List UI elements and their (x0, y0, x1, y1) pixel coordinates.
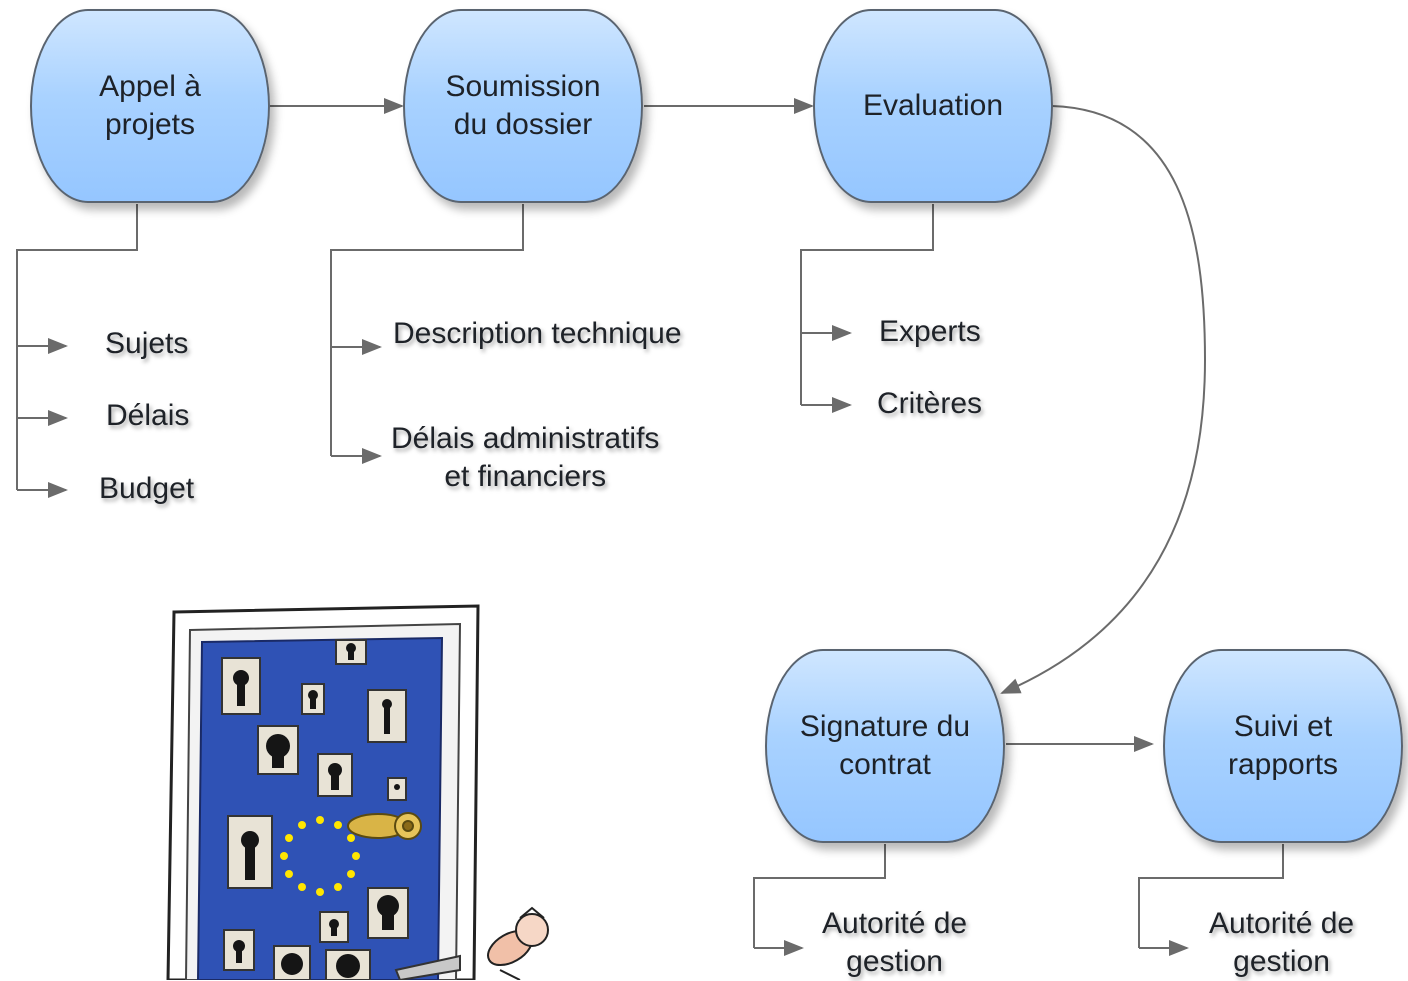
node-soumission-du-dossier: Soumission du dossier (403, 9, 643, 203)
node-evaluation-label: Evaluation (862, 89, 1004, 122)
item-delais: Délais (106, 399, 190, 432)
node-suivi-et-rapports: Suivi et rapports (1163, 649, 1403, 843)
item-budget: Budget (99, 472, 195, 505)
eu-door-cartoon-icon (166, 604, 549, 980)
node-evaluation: Evaluation (813, 9, 1053, 203)
node-appel-label: Appel à projets (99, 70, 201, 141)
node-soumission-label: Soumission du dossier (445, 70, 601, 141)
node-appel-a-projets: Appel à projets (30, 9, 270, 203)
branch-suivi (1138, 844, 1284, 948)
door-handle-lower (394, 954, 461, 980)
item-delais-administratifs: Délais administratifs et financiers (391, 422, 660, 493)
item-criteres: Critères (877, 387, 983, 420)
node-signature-du-contrat: Signature du contrat (765, 649, 1005, 843)
keyholes (233, 643, 400, 978)
branch-appel (16, 204, 138, 490)
item-autorite-signature: Autorité de gestion (822, 907, 968, 978)
node-suivi-label: Suivi et rapports (1227, 710, 1339, 781)
arrow-evaluation-to-signature (1000, 105, 1207, 694)
eu-stars (280, 816, 360, 896)
item-autorite-suivi: Autorité de gestion (1209, 907, 1355, 978)
branch-soumission (330, 204, 524, 456)
branch-signature (753, 844, 886, 948)
cartoon-man (487, 906, 549, 980)
item-experts: Experts (879, 315, 981, 348)
item-sujets: Sujets (105, 327, 189, 360)
branch-evaluation (800, 204, 934, 405)
node-signature-label: Signature du contrat (799, 710, 971, 781)
item-description-technique: Description technique (393, 317, 682, 350)
door-handle (347, 812, 422, 840)
